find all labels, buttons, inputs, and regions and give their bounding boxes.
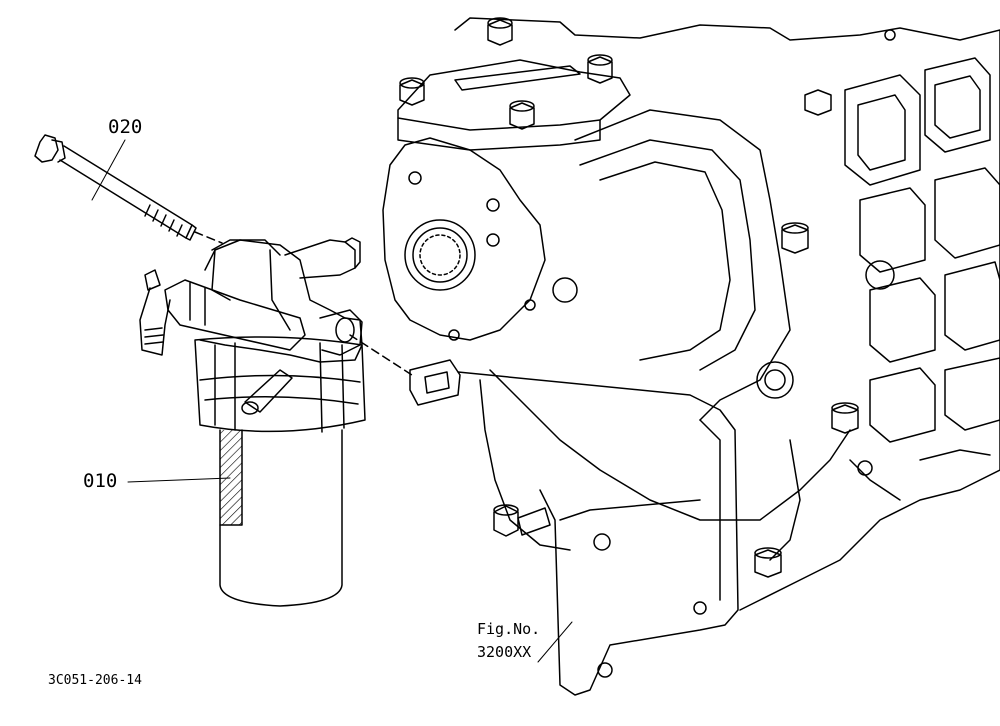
leader-line-fig — [537, 621, 573, 663]
figure-number: 3200XX — [477, 643, 532, 661]
leader-line-020 — [91, 139, 126, 201]
figure-label: Fig.No. — [477, 620, 541, 638]
flange-port — [404, 219, 476, 291]
engine-block-outline — [454, 17, 1000, 611]
assembly-line — [349, 334, 413, 376]
lower-bolt — [493, 504, 551, 537]
bracket-hole — [593, 533, 611, 551]
block-ribs — [844, 57, 1000, 443]
engine-block — [382, 17, 1000, 611]
bolt-020 — [34, 134, 197, 241]
mounting-bracket — [409, 359, 739, 696]
drawing-code: 3C051-206-14 — [48, 673, 142, 688]
leader-line-010 — [127, 477, 231, 483]
callout-label-010: 010 — [83, 470, 118, 492]
assembly-line — [194, 231, 223, 244]
block-bolts — [399, 17, 859, 578]
fuel-filter-010 — [139, 237, 366, 607]
filter-canister — [219, 429, 343, 607]
callout-label-020: 020 — [108, 116, 143, 138]
